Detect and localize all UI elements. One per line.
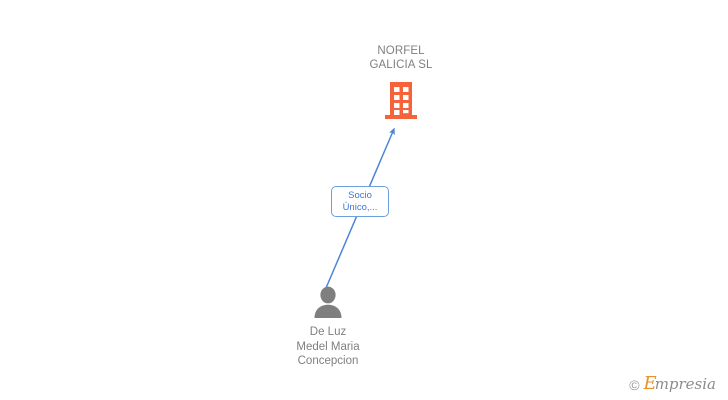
company-node[interactable]: NORFEL GALICIA SL [341, 44, 461, 120]
person-node[interactable]: De Luz Medel Maria Concepcion [268, 286, 388, 369]
relationship-label-line-2: Único,... [342, 201, 378, 213]
person-name-label: De Luz Medel Maria Concepcion [296, 326, 360, 367]
brand-logo: Empresia [644, 375, 716, 394]
relationship-label-line-1: Socio [348, 189, 372, 201]
copyright-icon: © [629, 376, 640, 393]
brand-initial: E [643, 373, 657, 394]
relationship-label[interactable]: Socio Único,... [331, 186, 389, 217]
company-icon-wrap [341, 80, 461, 120]
person-icon [314, 286, 342, 318]
building-icon [385, 82, 417, 119]
company-name-label: NORFEL GALICIA SL [369, 45, 433, 71]
person-icon-wrap [268, 286, 388, 320]
watermark: © Empresia [629, 375, 716, 394]
brand-name: mpresia [654, 375, 716, 393]
